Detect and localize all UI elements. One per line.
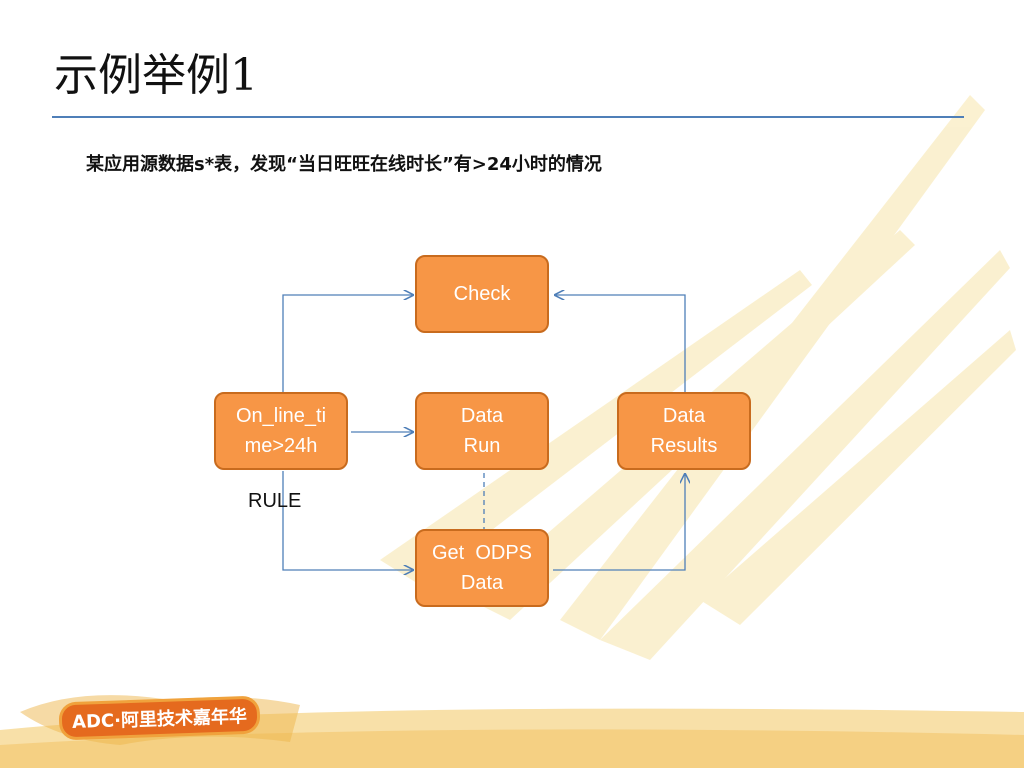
connector-online-to-get-odps bbox=[282, 471, 413, 570]
connector-get-odps-to-results bbox=[553, 474, 685, 571]
slide-title: 示例举例1 bbox=[54, 50, 258, 101]
node-get-odps-line-2: Data bbox=[460, 572, 504, 594]
node-online-time-line-1: On_line_ti bbox=[235, 405, 327, 427]
node-get-odps-data: Get ODPS Data bbox=[415, 529, 549, 607]
title-divider bbox=[52, 116, 964, 118]
connector-results-to-check bbox=[555, 295, 686, 392]
node-data-results-line-2: Results bbox=[650, 435, 718, 457]
connector-online-to-check bbox=[282, 295, 413, 392]
node-online-time: On_line_ti me>24h bbox=[214, 392, 348, 470]
rule-label: RULE bbox=[248, 490, 302, 512]
adc-logo: ADC·阿里技术嘉年华 bbox=[61, 698, 258, 738]
slide-subtitle: 某应用源数据s*表，发现“当日旺旺在线时长”有>24小时的情况 bbox=[86, 154, 602, 175]
node-check-label: Check bbox=[453, 283, 511, 305]
node-data-results: Data Results bbox=[617, 392, 751, 470]
node-get-odps-line-1: Get ODPS bbox=[431, 542, 533, 564]
node-data-run-line-1: Data bbox=[460, 405, 504, 427]
node-data-run-line-2: Run bbox=[463, 435, 501, 457]
node-data-run: Data Run bbox=[415, 392, 549, 470]
node-online-time-line-2: me>24h bbox=[244, 435, 318, 457]
node-data-results-line-1: Data bbox=[662, 405, 706, 427]
node-check: Check bbox=[415, 255, 549, 333]
